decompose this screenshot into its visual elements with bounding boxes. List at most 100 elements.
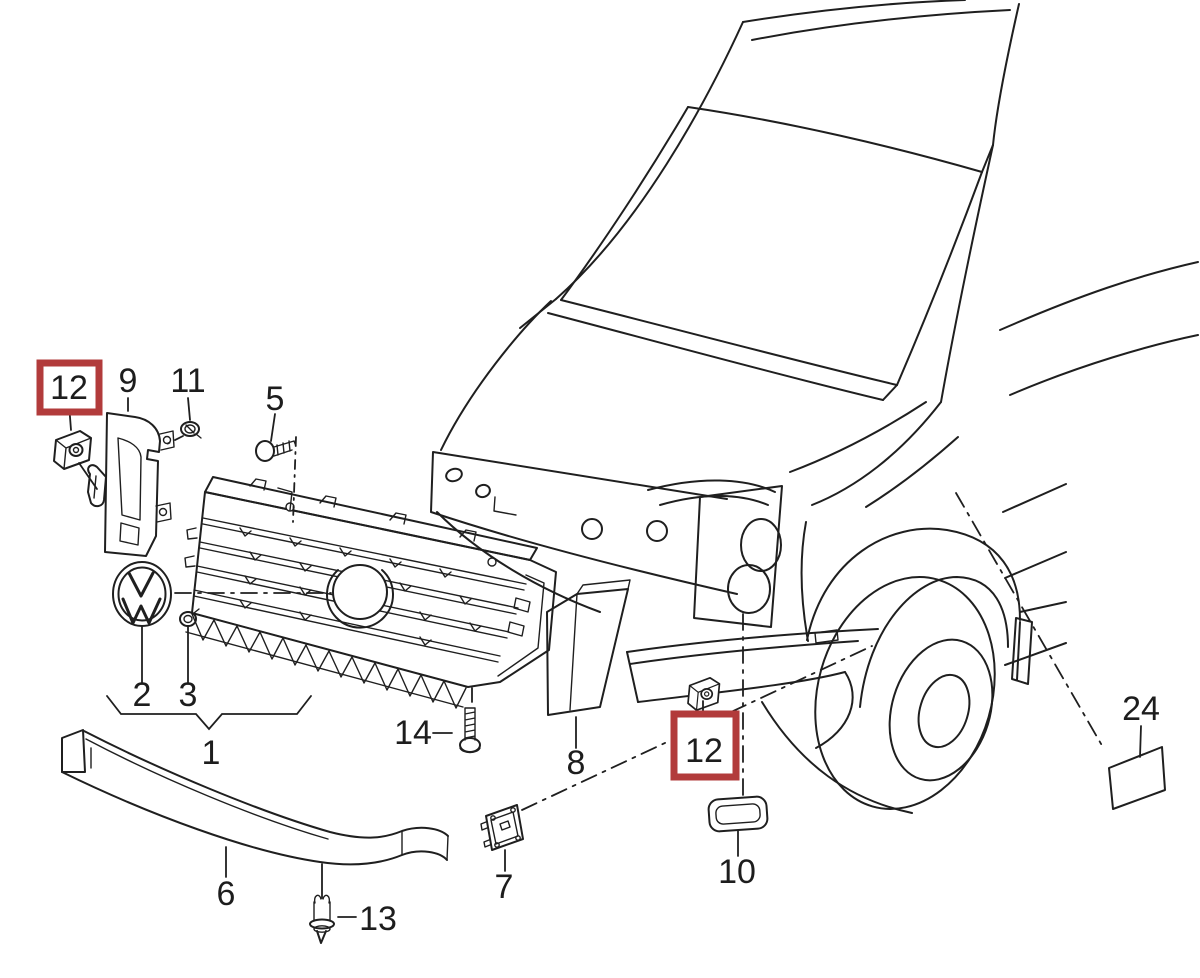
grille-screwhole-right	[487, 557, 497, 567]
plate-hole-4	[515, 835, 521, 841]
arch-mudflap	[1011, 617, 1033, 685]
rivet-flange-inner	[313, 925, 331, 933]
spoiler-right-end	[401, 830, 449, 861]
leader-lines	[68, 397, 1142, 918]
bumper-grommet-10	[707, 795, 769, 833]
grille-emblem-recess	[332, 564, 388, 620]
clip-12b-fold	[689, 683, 721, 711]
body-side-line-4	[1004, 642, 1067, 666]
bracket-1	[106, 695, 312, 731]
bracket-tab-upper	[159, 430, 175, 451]
callout-14[interactable]: 14	[394, 714, 432, 752]
callout-8[interactable]: 8	[567, 744, 586, 782]
support-step	[493, 496, 517, 516]
grille-top-band	[204, 476, 538, 561]
clip-nut-12-bumper	[687, 677, 721, 712]
bumper-top-edge	[626, 628, 879, 653]
callout-24[interactable]: 24	[1122, 690, 1160, 728]
callout-6[interactable]: 6	[217, 875, 236, 913]
screw-14-shank	[464, 707, 476, 741]
door-window-line-1	[999, 261, 1199, 331]
callout-12-top[interactable]: 12	[50, 369, 88, 407]
callout-11[interactable]: 11	[170, 362, 205, 400]
van-body-outline	[430, 0, 1199, 814]
rivet-tip	[316, 930, 327, 944]
screw-5	[255, 440, 297, 462]
leader-5	[270, 413, 276, 442]
highlight-box-12-top[interactable]	[36, 359, 103, 416]
callout-2[interactable]: 2	[133, 676, 152, 714]
clip-12a-fold	[55, 437, 92, 470]
hood-cut-right	[789, 401, 927, 473]
grommet-10-inner	[715, 803, 761, 825]
screw5-axis-line	[292, 436, 297, 523]
emblem-v-glyph	[127, 571, 155, 598]
body-side-line-1	[1002, 483, 1067, 513]
clip-12a-hole	[68, 443, 84, 457]
wheel-hub	[917, 673, 971, 749]
screw-11	[180, 421, 202, 439]
air-deflector-8	[546, 579, 631, 716]
bracket-slot-upper	[117, 437, 142, 521]
callout-12-bumper[interactable]: 12	[685, 732, 723, 770]
sticker24-leader-diagonal	[955, 492, 1105, 750]
callout-10[interactable]: 10	[718, 853, 756, 891]
grille-emblem-recess-ring	[326, 569, 394, 629]
leader-24	[1139, 725, 1142, 758]
highlight-box-12-bumper[interactable]	[670, 710, 740, 781]
bumper-lower-sweep	[761, 701, 913, 814]
clip-12b-hole	[700, 688, 714, 700]
leader-14	[432, 687, 473, 734]
callout-1[interactable]: 1	[202, 734, 221, 772]
callout-3[interactable]: 3	[179, 676, 198, 714]
grille-corner-boss	[277, 487, 293, 511]
support-hole-3	[581, 518, 603, 540]
callout-7[interactable]: 7	[495, 868, 514, 906]
callout-13[interactable]: 13	[359, 900, 397, 938]
screw-11-slot	[185, 424, 202, 439]
bumper-detail	[814, 629, 839, 644]
screw-11-head-inner	[184, 424, 196, 434]
screw-5-threads	[273, 440, 297, 457]
clip-12a-hole-inner	[72, 446, 80, 454]
a-pillar-left	[555, 21, 744, 300]
spoiler-top-edge	[83, 730, 449, 839]
rivet-body	[313, 901, 331, 922]
roof-edge	[742, 0, 966, 23]
bracket-slot-lower	[119, 522, 140, 546]
callout-labels: 12 9 11 5 2 3 1 14 8 12 10 24 6 13 7	[50, 362, 1160, 938]
body-side-line-3	[1019, 601, 1067, 613]
clip-12a-body	[53, 430, 92, 470]
windshield-top-edge	[687, 106, 983, 173]
door-window-line-2	[1009, 334, 1199, 396]
grille-truss-zigzag	[191, 613, 467, 709]
rivet-flange	[309, 918, 335, 930]
sticker-24	[1108, 746, 1166, 810]
emblem-grommet	[179, 608, 200, 627]
windshield-left-edge	[560, 106, 689, 301]
wheel-arch-inner	[859, 576, 1009, 708]
screw-11-head	[180, 421, 200, 437]
hood-left-edge	[440, 300, 552, 451]
cowl-corner	[882, 384, 898, 401]
a-pillar-right	[992, 3, 1020, 146]
cowl-line	[547, 312, 884, 401]
vw-emblem	[112, 561, 172, 627]
headlight-upper-ring	[740, 518, 782, 572]
grille-slat-1	[202, 517, 527, 591]
bumper-corner	[815, 671, 854, 749]
callout-9[interactable]: 9	[119, 362, 138, 400]
windshield-bottom-edge	[560, 299, 898, 386]
roof-gutter	[751, 9, 1011, 41]
apron-line	[436, 511, 601, 613]
bracket-tab-lower-hole	[158, 507, 168, 517]
screw-5-head	[255, 440, 275, 462]
bracket-hook	[87, 464, 107, 508]
highlight-boxes	[36, 359, 740, 781]
bracket-outline	[104, 412, 161, 557]
callout-5[interactable]: 5	[266, 380, 285, 418]
side-bracket	[87, 412, 175, 557]
leader-11	[187, 397, 191, 421]
deflector-outline	[546, 588, 629, 716]
